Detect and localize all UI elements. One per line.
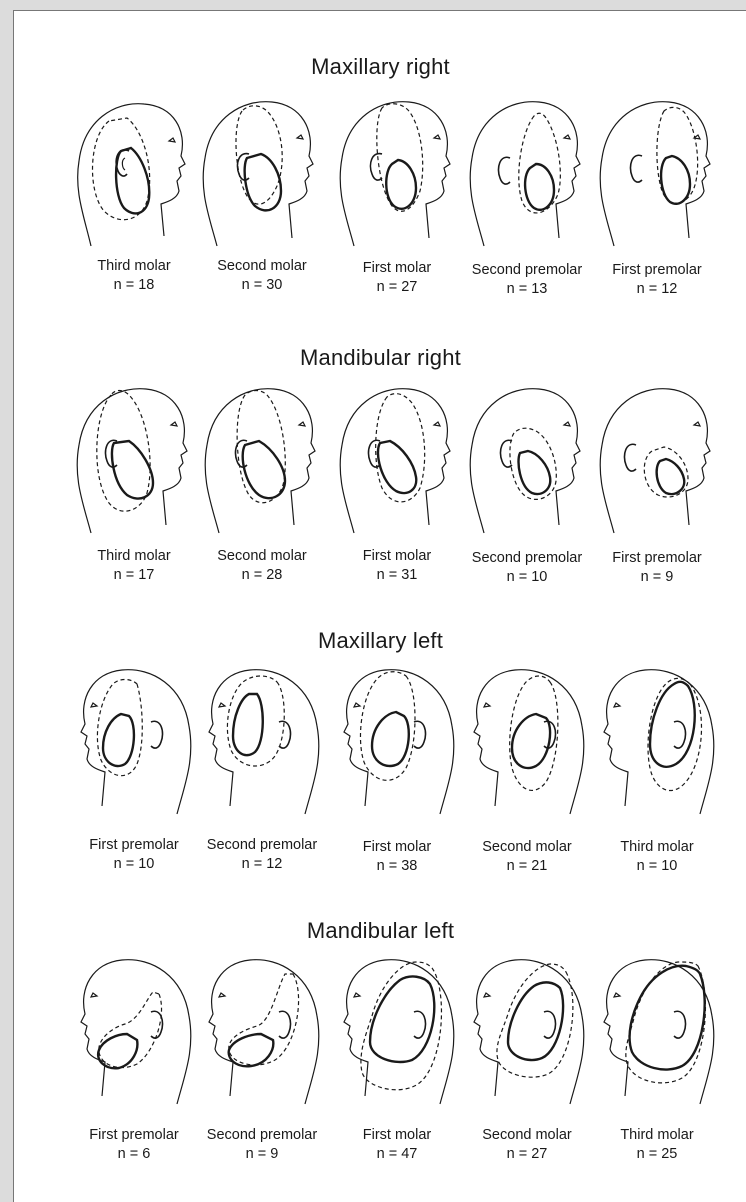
head-left-mandibular-third-molar [592, 954, 722, 1114]
head-right-maxillary-second-premolar [462, 96, 592, 256]
tooth-label: First premolar [572, 261, 742, 280]
section-title: Mandibular right [14, 345, 746, 371]
head-right-mandibular-first-premolar [592, 383, 722, 543]
tooth-label: First premolar [572, 549, 742, 568]
head-right-mandibular-third-molar [69, 383, 199, 543]
head-right-maxillary-first-molar [332, 96, 462, 256]
head-right-mandibular-second-premolar [462, 383, 592, 543]
section-title: Maxillary right [14, 54, 746, 80]
head-left-mandibular-second-molar [462, 954, 592, 1114]
head-left-mandibular-first-premolar [69, 954, 199, 1114]
sample-count: n = 25 [572, 1145, 742, 1164]
head-left-mandibular-second-premolar [197, 954, 327, 1114]
caption: Third molar n = 10 [572, 838, 742, 876]
tooth-label: Third molar [572, 1126, 742, 1145]
figure-panel: Maxillary right Third molar n = 18 [13, 10, 746, 1202]
tooth-label: Third molar [572, 838, 742, 857]
section-title: Mandibular left [14, 918, 746, 944]
sample-count: n = 9 [572, 568, 742, 587]
head-left-maxillary-third-molar [592, 664, 722, 824]
sample-count: n = 12 [572, 280, 742, 299]
sample-count: n = 10 [572, 857, 742, 876]
caption: First premolar n = 9 [572, 549, 742, 587]
head-left-mandibular-first-molar [332, 954, 462, 1114]
head-left-maxillary-first-premolar [69, 664, 199, 824]
caption: Third molar n = 25 [572, 1126, 742, 1164]
head-right-mandibular-second-molar [197, 383, 327, 543]
head-left-maxillary-second-premolar [197, 664, 327, 824]
head-right-maxillary-second-molar [197, 96, 327, 256]
caption: First premolar n = 12 [572, 261, 742, 299]
section-title: Maxillary left [14, 628, 746, 654]
head-left-maxillary-first-molar [332, 664, 462, 824]
head-right-mandibular-first-molar [332, 383, 462, 543]
head-left-maxillary-second-molar [462, 664, 592, 824]
head-right-maxillary-first-premolar [592, 96, 722, 256]
head-right-maxillary-third-molar [69, 96, 199, 256]
